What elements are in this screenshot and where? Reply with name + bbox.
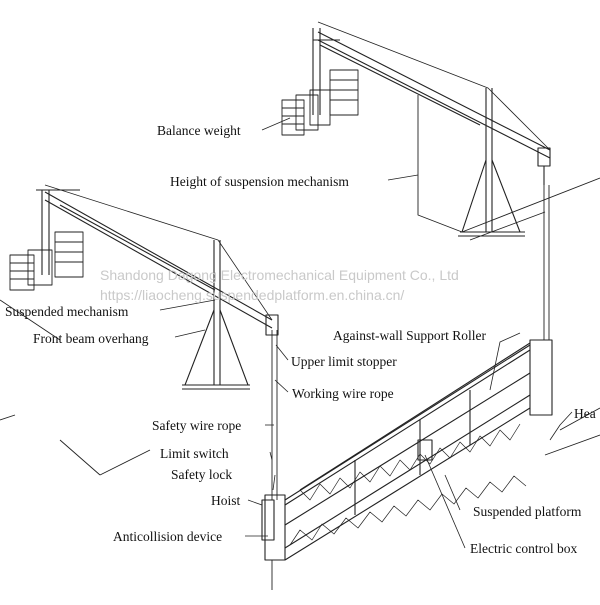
- watermark-url: https://liaocheng.suspendedplatform.en.c…: [100, 287, 404, 303]
- label-safety-wire-rope: Safety wire rope: [152, 418, 241, 433]
- watermark-company: Shandong Dagong Electromechanical Equipm…: [100, 267, 459, 283]
- label-against-wall-support-roller: Against-wall Support Roller: [333, 328, 486, 343]
- label-safety-lock: Safety lock: [171, 467, 232, 482]
- label-working-wire-rope: Working wire rope: [292, 386, 394, 401]
- label-balance-weight: Balance weight: [157, 123, 241, 138]
- label-suspended-mechanism: Suspended mechanism: [5, 304, 129, 319]
- left-suspension-mechanism: [36, 184, 279, 390]
- label-front-beam-overhang: Front beam overhang: [33, 331, 149, 346]
- label-height-of-suspension-mechanism: Height of suspension mechanism: [170, 174, 349, 189]
- label-hoist: Hoist: [211, 493, 241, 508]
- building-outline: [0, 95, 600, 476]
- label-head: Hea: [574, 406, 596, 421]
- suspended-platform: [261, 339, 553, 561]
- label-limit-switch: Limit switch: [160, 446, 229, 461]
- label-anticollision-device: Anticollision device: [113, 529, 222, 544]
- wire-ropes: [271, 185, 550, 590]
- leader-lines: [159, 117, 573, 549]
- label-upper-limit-stopper: Upper limit stopper: [291, 354, 397, 369]
- label-suspended-platform: Suspended platform: [473, 504, 582, 519]
- left-balance-weights: [9, 231, 84, 291]
- label-electric-control-box: Electric control box: [470, 541, 577, 556]
- right-suspension-mechanism: [312, 21, 551, 237]
- right-balance-weights: [281, 69, 359, 136]
